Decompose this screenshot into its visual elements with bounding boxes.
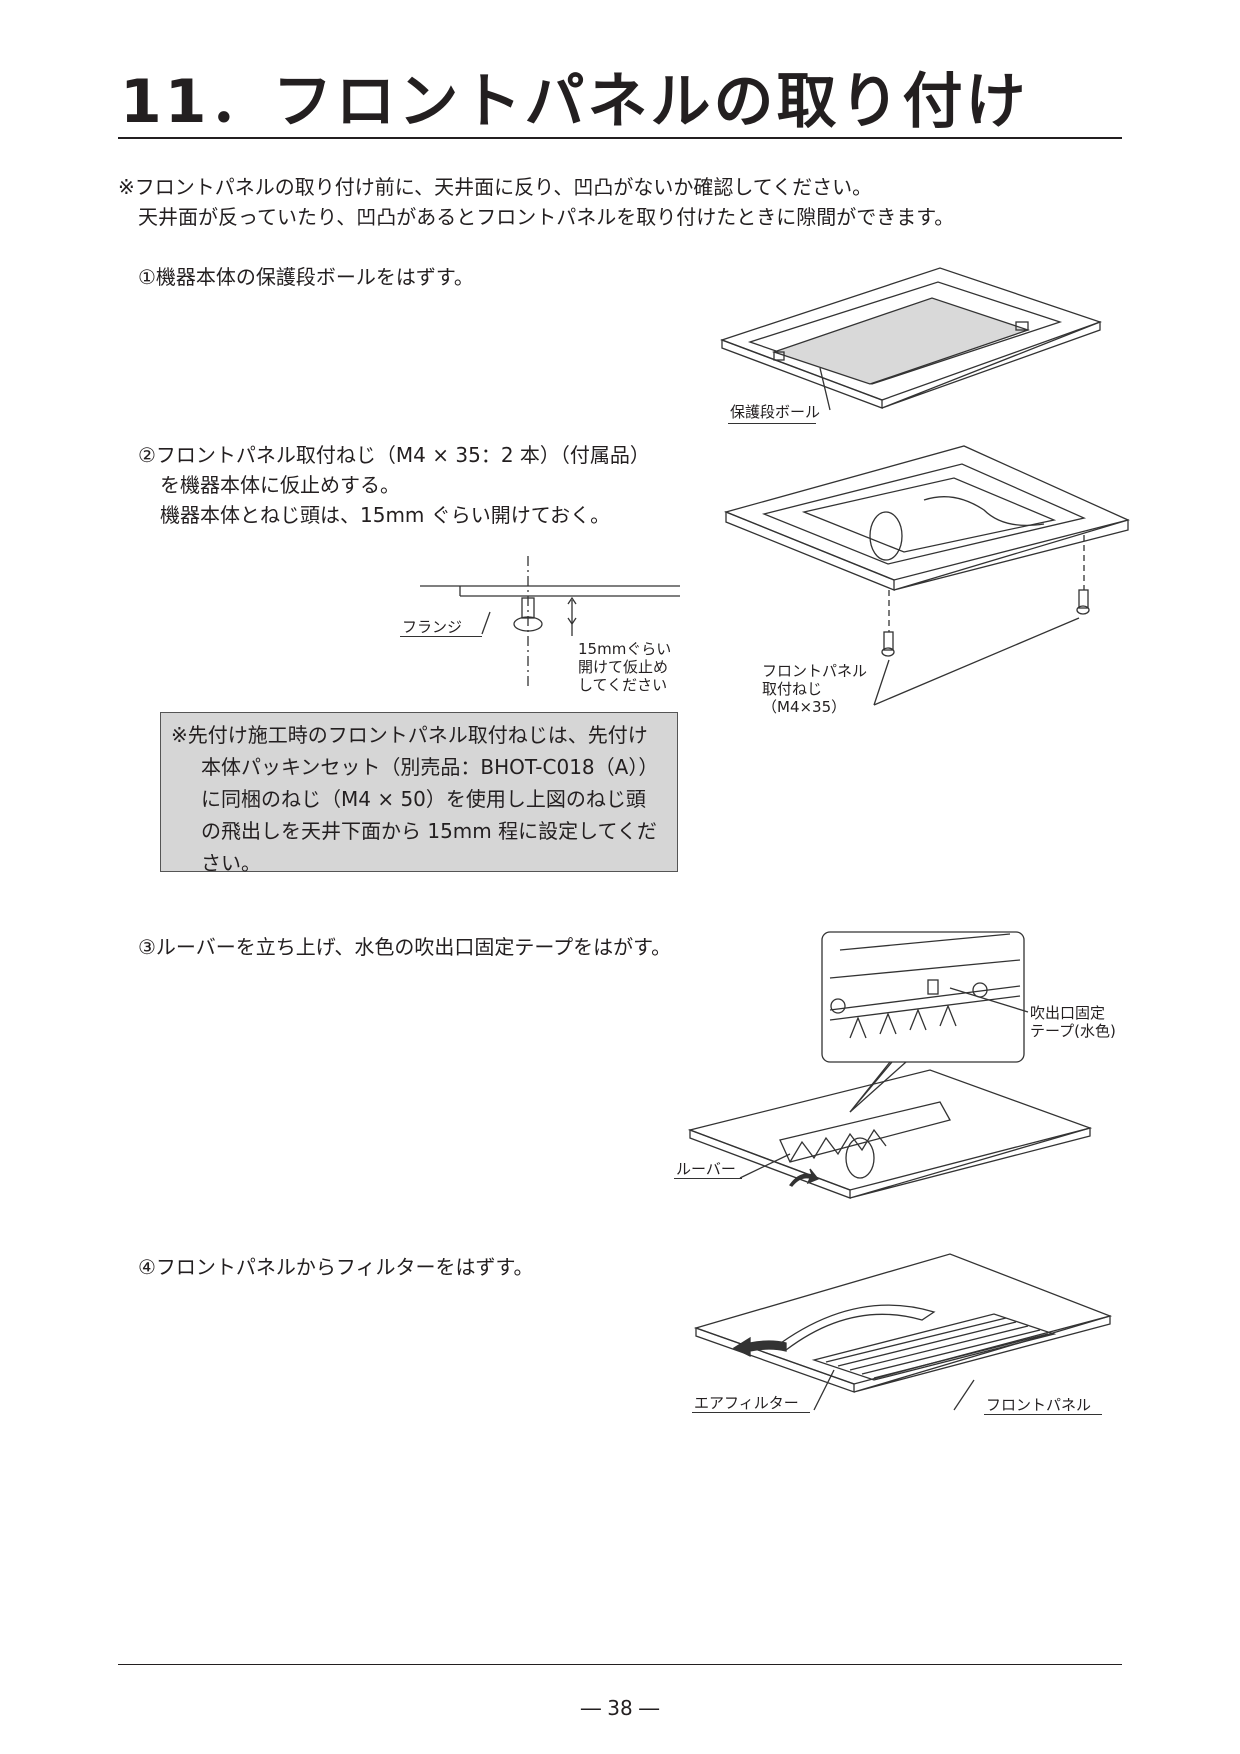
figure-unit-screws	[723, 445, 1130, 706]
screw-shank	[521, 597, 535, 619]
step-2-line-2: を機器本体に仮止めする。	[160, 473, 400, 497]
step-1-text: ①機器本体の保護段ボールをはずす。	[138, 265, 474, 289]
label-filter: エアフィルター	[694, 1394, 799, 1412]
title-rule	[118, 137, 1122, 139]
note-line-5: さい。	[201, 851, 261, 875]
intro-line-1: ※フロントパネルの取り付け前に、天井面に反り、凹凸がないか確認してください。	[118, 175, 873, 199]
note-line-4: の飛出しを天井下面から 15mm 程に設定してくだ	[201, 819, 657, 843]
figure-louver	[687, 931, 1093, 1199]
tape-icon	[927, 979, 939, 995]
label-flange: フランジ	[402, 618, 463, 636]
intro-line-2: 天井面が反っていたり、凹凸があるとフロントパネルを取り付けたときに隙間ができます…	[138, 205, 955, 229]
label-screw-2: 取付ねじ	[762, 680, 823, 698]
step-4-text: ④フロントパネルからフィルターをはずす。	[138, 1255, 534, 1279]
grille	[811, 1313, 1057, 1381]
note-line-2: 本体パッキンセット（別売品：BHOT-C018（A））	[201, 755, 659, 779]
page-title: 11．フロントパネルの取り付け	[120, 67, 1029, 137]
figure-front-panel	[693, 1253, 1113, 1411]
note-line-3: に同梱のねじ（M4 × 50）を使用し上図のねじ頭	[201, 787, 646, 811]
leader-cardboard	[728, 423, 816, 424]
note-box: ※先付け施工時のフロントパネル取付ねじは、先付け 本体パッキンセット（別売品：B…	[160, 712, 678, 875]
leader-filter	[692, 1412, 810, 1413]
step-3-text: ③ルーバーを立ち上げ、水色の吹出口固定テープをはがす。	[138, 935, 672, 959]
label-tape-1: 吹出口固定	[1030, 1004, 1106, 1022]
label-gap-2: 開けて仮止め	[578, 658, 669, 676]
label-cardboard: 保護段ボール	[730, 403, 821, 421]
label-tape-2: テープ(水色)	[1030, 1022, 1116, 1040]
screw-head-icon	[513, 616, 543, 632]
page-number: ― 38 ―	[580, 1696, 660, 1720]
filter-sheet	[772, 1304, 936, 1351]
figure-flange-detail	[420, 556, 680, 686]
label-gap-1: 15mmぐらい	[578, 640, 672, 658]
louver-blade	[779, 1101, 951, 1163]
label-front-panel: フロントパネル	[986, 1396, 1092, 1414]
note-line-1: ※先付け施工時のフロントパネル取付ねじは、先付け	[171, 723, 648, 747]
screw-right-icon	[1078, 589, 1089, 609]
inset-frame	[821, 931, 1025, 1063]
label-gap-3: してください	[578, 676, 668, 694]
label-screw-3: （M4×35）	[762, 698, 847, 716]
screw-left-icon	[883, 631, 894, 651]
step-2-line-3: 機器本体とねじ頭は、15mm ぐらい開けておく。	[160, 503, 611, 527]
lift-arrow-icon	[789, 1168, 820, 1187]
footer-rule	[118, 1664, 1122, 1665]
figure-cardboard-unit	[720, 267, 1102, 411]
pull-arrow-icon	[732, 1336, 787, 1358]
leader-front-panel	[984, 1414, 1102, 1415]
leader-louver	[674, 1178, 742, 1179]
step-2-line-1: ②フロントパネル取付ねじ（M4 × 35：2 本）（付属品）	[138, 443, 650, 467]
label-louver: ルーバー	[676, 1160, 736, 1178]
label-screw-1: フロントパネル	[762, 662, 868, 680]
leader-flange	[400, 636, 482, 637]
